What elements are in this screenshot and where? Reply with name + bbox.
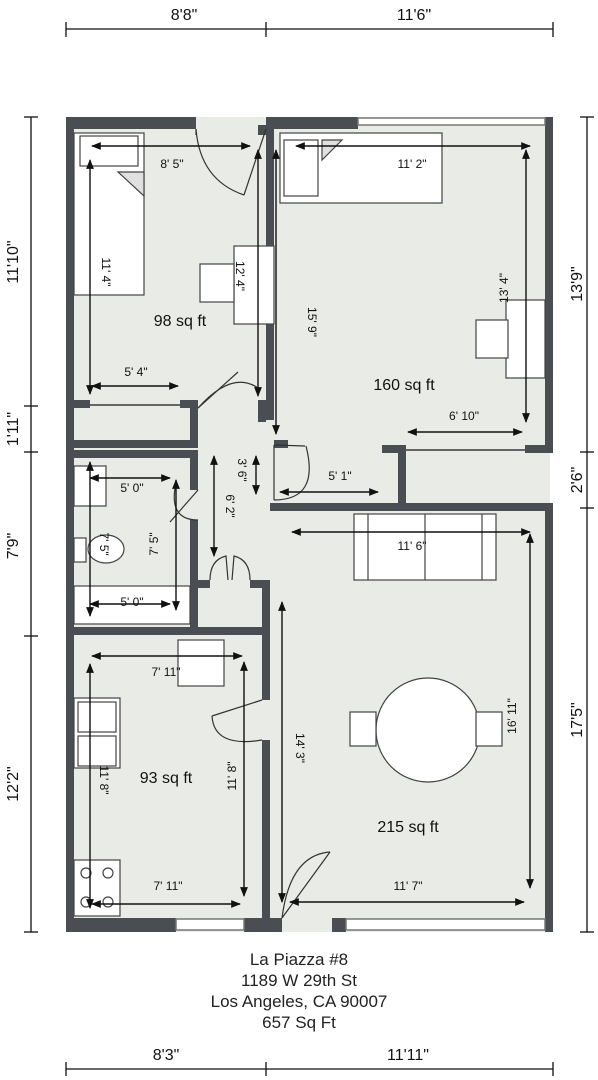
bedroom1-area: 98 sq ft [154, 313, 207, 330]
dining-table [375, 677, 481, 783]
closet-rails [90, 404, 525, 451]
room-labels: 8' 5" 11' 4" 12' 4" 5' 4" 98 sq ft 11' 2… [97, 157, 519, 893]
dim-right-2: 2'6" [569, 467, 586, 494]
living-area: 215 sq ft [377, 819, 439, 836]
dim-left-3: 7'9" [5, 533, 22, 560]
caption: La Piazza #8 1189 W 29th St Los Angeles,… [0, 949, 598, 1033]
chair-1 [199, 263, 235, 303]
stove [73, 859, 121, 917]
hallway-length: 6' 2" [223, 494, 237, 517]
interior-dimensions [86, 142, 534, 909]
dim-left-1: 11'10" [5, 240, 22, 283]
kitchen-length: 11' 8" [97, 765, 111, 794]
dim-bottom-left: 8'3" [153, 1047, 180, 1064]
outer-dimension-labels: 8'8" 11'6" 8'3" 11'11" 11'10" 1'11" 7'9"… [5, 7, 586, 1064]
bedroom1-closet: 5' 4" [124, 365, 147, 379]
chair-2 [475, 319, 509, 359]
bedroom2-width: 11' 2" [397, 157, 426, 171]
dim-left-4: 12'2" [5, 766, 22, 801]
dim-left-2: 1'11" [5, 412, 22, 446]
dim-right-1: 13'9" [569, 266, 586, 301]
windows [175, 117, 546, 931]
bedroom2-area: 160 sq ft [373, 377, 435, 394]
bathroom-width-bottom: 5' 0" [120, 595, 143, 609]
living-width-top: 11' 6" [397, 539, 426, 553]
kitchen-box [177, 639, 225, 687]
bedroom1-desk: 12' 4" [233, 261, 247, 291]
bedroom2-desk: 13' 4" [497, 273, 511, 303]
living-length-right: 16' 11" [505, 698, 519, 734]
dim-top-left: 8'8" [171, 7, 198, 24]
kitchen-length-inner: 11' 8" [225, 761, 239, 790]
hallway-width: 3' 6" [235, 458, 249, 481]
dim-right-3: 17'5" [569, 702, 586, 737]
caption-city: Los Angeles, CA 90007 [210, 992, 388, 1011]
bathroom-depth: 7' 5" [97, 532, 111, 555]
living-width-bottom: 11' 7" [393, 879, 422, 893]
kitchen-width-bottom: 7' 11" [153, 879, 182, 893]
bathroom-depth-inner: 7' 5" [147, 532, 161, 555]
dim-bottom-right: 11'11" [387, 1047, 429, 1064]
bedroom1-width: 8' 5" [160, 157, 183, 171]
living-length: 14' 3" [293, 733, 307, 763]
dim-top-right: 11'6" [397, 7, 431, 24]
bedroom2-length: 15' 9" [305, 307, 319, 337]
bedroom2-closet: 6' 10" [449, 409, 479, 423]
hallway-door: 5' 1" [328, 469, 351, 483]
kitchen-width-top: 7' 11" [151, 665, 180, 679]
caption-total: 657 Sq Ft [262, 1013, 336, 1032]
dimension-lines [24, 22, 594, 1076]
caption-name: La Piazza #8 [249, 950, 349, 969]
kitchen-area: 93 sq ft [140, 770, 193, 787]
caption-street: 1189 W 29th St [241, 971, 357, 990]
bathroom-width-top: 5' 0" [120, 481, 143, 495]
bedroom1-length: 11' 4" [99, 257, 113, 286]
